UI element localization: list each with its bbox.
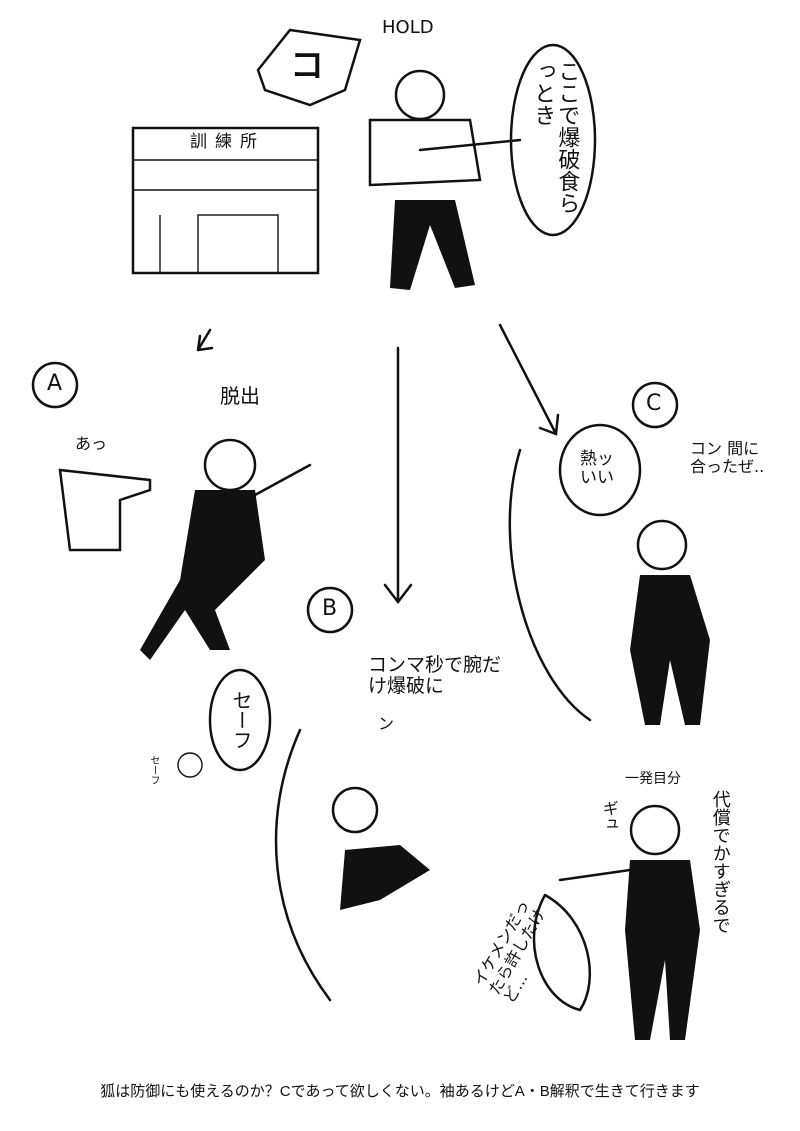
panel-b-label: B: [322, 596, 338, 621]
panel-c-note: 一発目分: [625, 771, 681, 787]
panel-c-sfx: ギュ: [599, 800, 619, 832]
panel-c-comment-1: 代償でかすぎるで: [709, 790, 731, 934]
panel-b-small: ン: [378, 714, 395, 733]
panel-b-character: [177, 668, 430, 1002]
sfx-text: コ: [290, 46, 324, 86]
caption: 狐は防御にも使えるのか？Cであって欲しくない。袖あるけどA・B解釈で生きて行きま…: [100, 1083, 700, 1100]
panel-a-label: A: [47, 371, 63, 396]
panel-c-label: C: [646, 391, 662, 416]
panel-c-speech: 熱ッいい: [580, 449, 614, 488]
panel-c-narration: コン 間に合ったぜ..: [690, 439, 765, 476]
hold-text: HOLD: [382, 17, 434, 38]
panel-b-small-speech: セーフ: [148, 755, 159, 785]
building-sign: 訓練所: [190, 132, 265, 152]
speech-text: ここで爆破食らっとき: [530, 60, 580, 214]
sfx-burst: [256, 28, 362, 107]
panel-a-sfx: 脱出: [220, 384, 260, 408]
panel-a-shout: あっ: [75, 434, 108, 453]
panel-a-character: [58, 438, 312, 660]
arrows: [196, 323, 560, 605]
panel-b-speech: セーフ: [229, 690, 253, 750]
panel-b-narration: コンマ秒で腕だけ爆破に: [368, 654, 502, 697]
building-drawing: [131, 126, 320, 275]
top-character: [368, 69, 522, 290]
panel-c-character: [508, 423, 710, 1040]
